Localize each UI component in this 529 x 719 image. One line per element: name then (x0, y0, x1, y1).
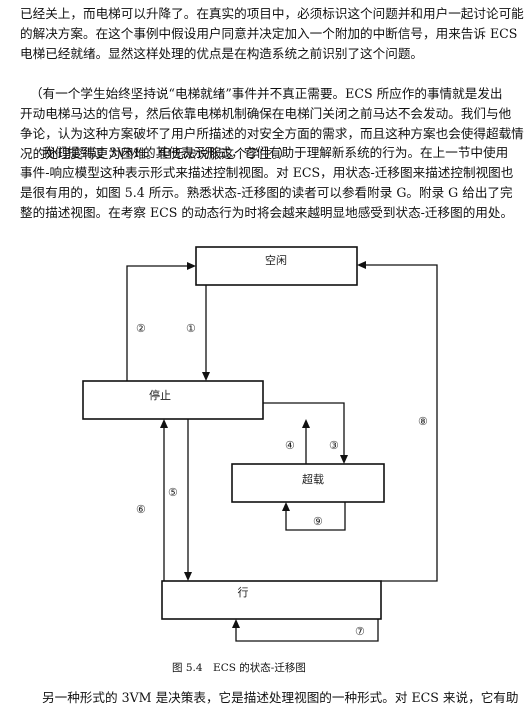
paragraph-3: 我们提到过 3VM 的其他表示形式，它们有助于理解新系统的行为。在上一节中使用 … (20, 143, 514, 223)
text-line: 整的描述视图。在考察 ECS 的动态行为时将会越来越明显地感受到状态-迁移图的用… (20, 205, 514, 220)
transition-1: ① (186, 285, 210, 381)
transition-6-label: ⑥ (136, 503, 146, 516)
state-moving-label: 行 (238, 586, 249, 599)
state-transition-diagram: 空闲 停止 超载 行 ② ① ④ ③ ⑤ (82, 246, 438, 642)
paragraph-4: 另一种形式的 3VM 是决策表，它是描述处理视图的一种形式。对 ECS 来说，它… (20, 688, 519, 708)
state-overload: 超载 (231, 463, 385, 503)
text-line: （有一个学生始终坚持说“电梯就绪”事件并不真正需要。ECS 所应作的事情就是发出 (30, 86, 503, 101)
text-line: 是很有用的，如图 5.4 所示。熟悉状态-迁移图的读者可以参看附录 G。附录 G… (20, 185, 513, 200)
text-line: 电梯已经就绪。显然这样处理的优点是在构造系统之前识别了这个问题。 (20, 46, 423, 61)
state-stopped-label: 停止 (149, 388, 171, 402)
text-line: 事件-响应模型这种表示形式来描述控制视图。对 ECS，用状态-迁移图来描述控制视… (20, 165, 514, 180)
transition-9: ⑨ (282, 502, 346, 531)
paragraph-1: 已经关上，而电梯可以升降了。在真实的项目中，必须标识这个问题并和用户一起讨论可能… (20, 4, 524, 64)
paragraph-2: （有一个学生始终坚持说“电梯就绪”事件并不真正需要。ECS 所应作的事情就是发出… (20, 84, 524, 164)
text-line: 另一种形式的 3VM 是决策表，它是描述处理视图的一种形式。对 ECS 来说，它… (42, 690, 519, 705)
transition-1-label: ① (186, 322, 196, 335)
transition-3: ③ (263, 402, 348, 464)
transition-2-label: ② (136, 322, 146, 335)
transition-5: ⑤ (168, 419, 192, 581)
transition-2: ② (126, 262, 196, 381)
figure-caption: 图 5.4 ECS 的状态-迁移图 (172, 662, 306, 674)
state-idle: 空闲 (195, 246, 358, 286)
transition-8: ⑧ (357, 261, 438, 582)
transition-7: ⑦ (232, 619, 379, 642)
transition-9-label: ⑨ (313, 515, 323, 528)
transition-3-label: ③ (329, 439, 339, 452)
state-idle-label: 空闲 (265, 253, 287, 267)
text-line: 开动电梯马达的信号，然后依靠电梯机制确保在电梯门关闭之前马达不会发动。我们与他 (20, 106, 512, 121)
text-line: 争论，认为这种方案破坏了用户所描述的对安全方面的需求，而且这种方案也会使得超载情 (20, 126, 524, 141)
text-line: 已经关上，而电梯可以升降了。在真实的项目中，必须标识这个问题并和用户一起讨论可能 (20, 6, 524, 21)
state-stopped: 停止 (82, 380, 264, 420)
text-line: 况的处理变得更为困难。但无法说服这个学生。） (20, 146, 291, 161)
state-overload-label: 超载 (302, 472, 324, 486)
transition-4-label: ④ (285, 439, 295, 452)
transition-8-label: ⑧ (418, 415, 428, 428)
text-line: 的解决方案。在这个事例中假设用户同意并决定加入一个附加的中断信号，用来告诉 EC… (20, 26, 518, 41)
transition-4: ④ (285, 419, 310, 464)
state-moving: 行 (161, 580, 382, 620)
text-line: 我们提到过 3VM 的其他表示形式，它们有助于理解新系统的行为。在上一节中使用 (42, 145, 509, 160)
transition-6: ⑥ (136, 419, 168, 581)
transition-5-label: ⑤ (168, 486, 178, 499)
transition-7-label: ⑦ (355, 625, 365, 638)
